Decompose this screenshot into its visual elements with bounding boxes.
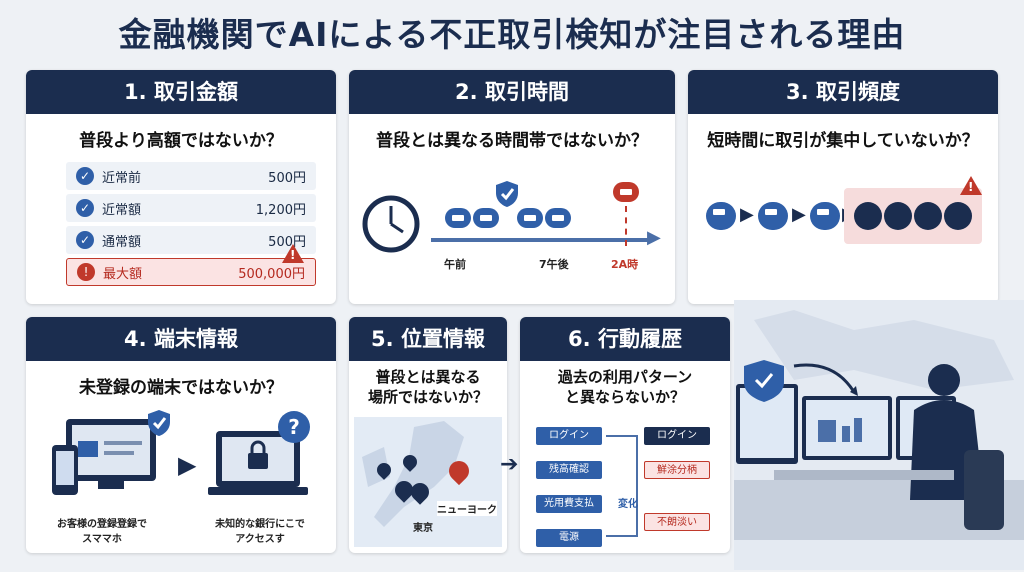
card-amount: 1. 取引金額 普段より高額ではないか？ ✓ 近常前 500円 ✓ 近常額 1,… [26,70,336,304]
card-icon [517,208,543,228]
flow-step: 残高確認 [536,461,602,479]
tick-label: 午前 [444,258,466,271]
card-alert-icon [613,182,639,202]
phone-tap-icon [884,202,912,230]
card-time: 2. 取引時間 普段とは異なる時間帯ではないか？ ▶ 午前 7午後 2A時 [349,70,675,304]
card-question: 普段とは異なる 場所ではないか？ [367,368,488,406]
arrow-icon: ▶ [178,451,197,479]
timeline [431,238,653,242]
amount-row: ✓ 近常前 500円 [66,162,316,190]
amount-row-alert: ! 最大額 500,000円 [66,258,316,286]
card-icon [706,202,736,230]
flow-step-alert: 不朗淡い [644,513,710,531]
card-header: 5. 位置情報 [349,317,507,361]
card-question: 未登録の端末ではないか？ [79,378,283,398]
warning-icon: ! [960,176,982,195]
card-header: 4. 端末情報 [26,317,336,361]
flow-step: ログイン [644,427,710,445]
shield-check-icon [148,410,170,436]
check-icon: ✓ [76,231,94,249]
shield-check-icon [496,181,518,207]
warning-icon: ! [282,244,304,263]
timeline-arrow-icon: ▶ [647,227,661,248]
card-header: 6. 行動履歴 [520,317,730,361]
card-header: 3. 取引頻度 [688,70,998,114]
card-question: 過去の利用パターン と異ならないか？ [557,368,693,406]
card-question: 普段とは異なる時間帯ではないか？ [376,131,648,151]
location-label: 東京 [413,523,433,534]
card-icon [545,208,571,228]
location-label: ニューヨーク [437,501,497,516]
amount-row: ✓ 通常額 500円 [66,226,316,254]
card-icon [758,202,788,230]
phone-tap-icon [914,202,942,230]
card-header: 1. 取引金額 [26,70,336,114]
tick-label: 7午後 [539,258,569,271]
card-frequency: 3. 取引頻度 短時間に取引が集中していないか？ ▶ ▶ ▶ ! [688,70,998,304]
card-question: 短時間に取引が集中していないか？ [707,131,979,151]
alert-icon: ! [77,263,95,281]
phone-tap-icon [854,202,882,230]
tick-label: 2A時 [611,258,639,271]
question-icon: ? [278,411,310,443]
flow-step: 光用費支払 [536,495,602,513]
card-location: 5. 位置情報 普段とは異なる 場所ではないか？ 東京 ニューヨーク [349,317,507,553]
map [354,417,502,547]
change-label: 変化 [618,499,638,510]
phone-tap-icon [944,202,972,230]
card-device: 4. 端末情報 未登録の端末ではないか？ ▶ ? お客様の登録登録で スママホ … [26,317,336,553]
unknown-laptop-icon [208,431,308,495]
card-header: 2. 取引時間 [349,70,675,114]
device-caption: 未知的な銀行にこで アクセスす [215,519,305,545]
device-caption: お客様の登録登録で スママホ [57,519,147,545]
arrow-icon: ▶ [792,204,806,225]
card-question: 普段より高額ではないか？ [79,131,283,151]
check-icon: ✓ [76,167,94,185]
card-icon [445,208,471,228]
amount-row: ✓ 近常額 1,200円 [66,194,316,222]
flow-step: ログイン [536,427,602,445]
registered-devices-icon [52,419,156,495]
flow-step-alert: 鮮涂分柄 [644,461,710,479]
flow-connector [606,435,638,537]
flow-step: 電源 [536,529,602,547]
check-icon: ✓ [76,199,94,217]
analyst-illustration [734,300,1024,570]
card-icon [473,208,499,228]
card-icon [810,202,840,230]
page-title: 金融機関でAIによる不正取引検知が注目される理由 [118,15,906,54]
location-arrow-icon: ➔ [500,452,519,477]
card-behavior: 6. 行動履歴 過去の利用パターン と異ならないか？ ログイン 残高確認 光用費… [520,317,730,553]
alert-marker [625,206,627,246]
arrow-icon: ▶ [740,204,754,225]
clock-icon [362,195,420,253]
